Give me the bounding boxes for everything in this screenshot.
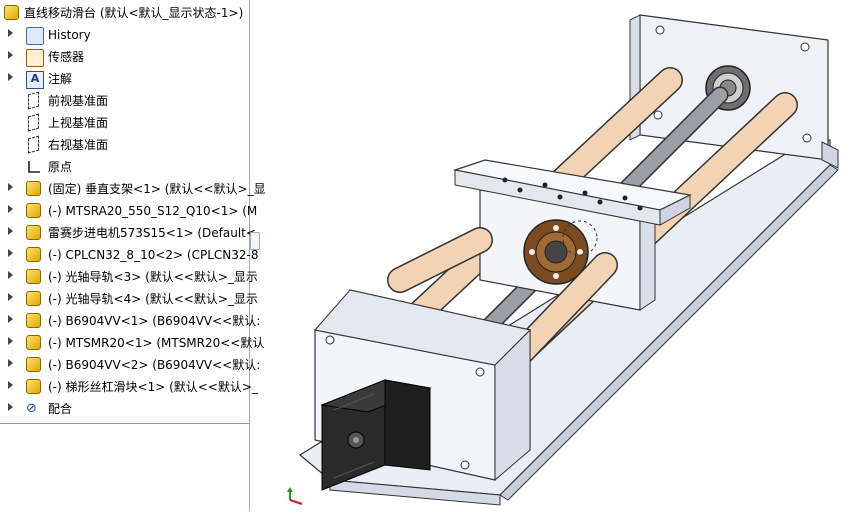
expand-arrow-icon[interactable] [8,315,13,323]
tree-item-label: (固定) 垂直支架<1> (默认<<默认>_显 [48,182,266,196]
tree-item-component[interactable]: (-) 光轴导轨<3> (默认<<默认>_显示 [0,266,258,288]
expand-arrow-icon[interactable] [8,51,13,59]
tree-item-label: 前视基准面 [48,94,109,108]
tree-item-top-plane[interactable]: 上视基准面 [0,112,249,134]
tree-item-origin[interactable]: 原点 [0,156,249,178]
tree-item-label: 雷赛步进电机573S15<1> (Default< [48,226,256,240]
expand-arrow-icon[interactable] [8,293,13,301]
expand-arrow-icon[interactable] [8,403,13,411]
tree-item-label: (-) B6904VV<2> (B6904VV<<默认: [48,358,261,372]
expand-arrow-icon[interactable] [8,271,13,279]
mates-icon: ⊘ [26,401,37,416]
tree-item-label: 配合 [48,402,73,416]
tree-item-label: History [48,28,91,42]
tree-item-component[interactable]: (-) B6904VV<1> (B6904VV<<默认: [0,310,260,332]
tree-item-component[interactable]: (-) CPLCN32_8_10<2> (CPLCN32-8 [0,244,258,266]
tree-item-component[interactable]: 雷赛步进电机573S15<1> (Default< [0,222,256,244]
part-icon [26,247,41,262]
assembly-icon [4,5,19,20]
tree-item-component[interactable]: (-) MTSMR20<1> (MTSMR20<<默认 [0,332,264,354]
expand-arrow-icon[interactable] [8,205,13,213]
tree-item-label: 上视基准面 [48,116,109,130]
tree-item-sensors[interactable]: 传感器 [0,46,249,68]
tree-item-right-plane[interactable]: 右视基准面 [0,134,249,156]
tree-item-label: 右视基准面 [48,138,109,152]
tree-item-label: (-) 光轴导轨<4> (默认<<默认>_显示 [48,292,258,306]
tree-item-mates[interactable]: ⊘ 配合 [0,398,249,420]
part-icon [26,203,41,218]
expand-arrow-icon[interactable] [8,73,13,81]
tree-item-label: (-) B6904VV<1> (B6904VV<<默认: [48,314,261,328]
plane-icon [28,91,39,110]
tree-item-annotations[interactable]: A 注解 [0,68,249,90]
expand-arrow-icon[interactable] [8,359,13,367]
history-icon [26,27,44,45]
part-icon [26,357,41,372]
part-icon [26,379,41,394]
tree-root-label: 直线移动滑台 (默认<默认_显示状态-1>) [24,6,244,20]
view-triad [287,487,303,505]
part-icon [26,269,41,284]
tree-item-history[interactable]: History [0,24,249,46]
expand-arrow-icon[interactable] [8,249,13,257]
tree-empty-area [0,423,250,511]
tree-item-label: (-) CPLCN32_8_10<2> (CPLCN32-8 [48,248,259,262]
feature-manager-tree: 直线移动滑台 (默认<默认_显示状态-1>) History 传感器 A 注解 … [0,0,266,423]
expand-arrow-icon[interactable] [8,227,13,235]
linear-slide-model [287,14,839,506]
tree-item-label: 原点 [48,160,73,174]
tree-root-assembly[interactable]: 直线移动滑台 (默认<默认_显示状态-1>) [0,2,249,24]
tree-item-component[interactable]: (-) 梯形丝杠滑块<1> (默认<<默认>_ [0,376,258,398]
tree-item-component[interactable]: (固定) 垂直支架<1> (默认<<默认>_显 [0,178,266,200]
tree-item-component[interactable]: (-) MTSRA20_550_S12_Q10<1> (M [0,200,257,222]
tree-item-front-plane[interactable]: 前视基准面 [0,90,249,112]
tree-item-component[interactable]: (-) 光轴导轨<4> (默认<<默认>_显示 [0,288,258,310]
sensor-icon [26,49,44,67]
origin-icon [26,159,42,175]
part-icon [26,225,41,240]
plane-icon [28,113,39,132]
expand-arrow-icon[interactable] [8,337,13,345]
part-icon [26,181,41,196]
tree-item-label: (-) MTSRA20_550_S12_Q10<1> (M [48,204,258,218]
part-icon [26,335,41,350]
tree-item-label: (-) 梯形丝杠滑块<1> (默认<<默认>_ [48,380,258,394]
annotation-icon: A [26,71,44,89]
panel-collapse-handle[interactable] [250,232,260,250]
tree-item-label: (-) MTSMR20<1> (MTSMR20<<默认 [48,336,265,350]
expand-arrow-icon[interactable] [8,29,13,37]
part-icon [26,291,41,306]
expand-arrow-icon[interactable] [8,183,13,191]
tree-item-label: 传感器 [48,50,85,64]
tree-item-component[interactable]: (-) B6904VV<2> (B6904VV<<默认: [0,354,260,376]
plane-icon [28,135,39,154]
expand-arrow-icon[interactable] [8,381,13,389]
tree-item-label: (-) 光轴导轨<3> (默认<<默认>_显示 [48,270,258,284]
tree-item-label: 注解 [48,72,73,86]
graphics-viewport[interactable] [259,0,868,510]
part-icon [26,313,41,328]
